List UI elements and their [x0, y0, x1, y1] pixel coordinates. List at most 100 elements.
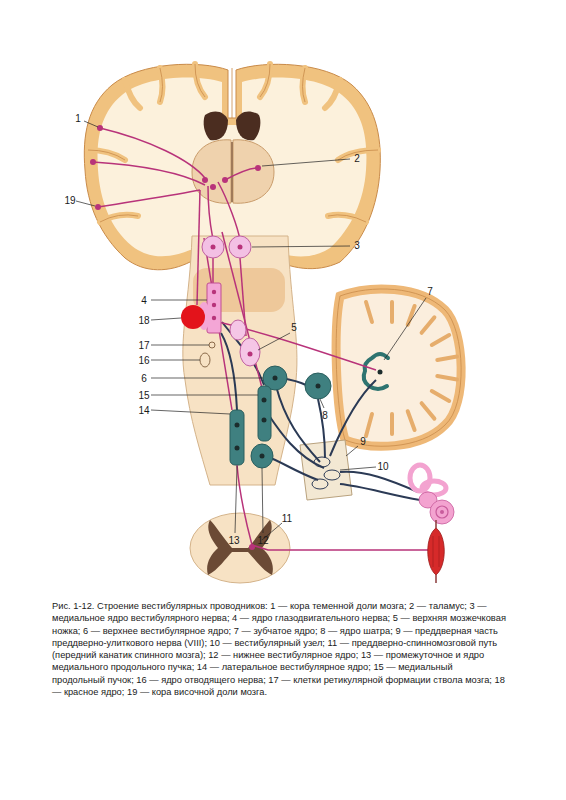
red-nucleus — [181, 305, 205, 329]
cerebellum-section — [408, 306, 415, 325]
oculomotor-nucleus — [207, 283, 221, 333]
cerebrum-section — [303, 68, 306, 102]
cerebrum-section — [195, 64, 205, 97]
central-pathways — [93, 162, 205, 185]
medial-vestibular-nuclei — [202, 236, 224, 258]
leader-lines — [76, 201, 95, 206]
muscle — [433, 536, 439, 567]
medial-vestibular-nuclei — [229, 236, 251, 258]
cerebrum-section — [204, 111, 228, 140]
cerebrum-section — [84, 64, 380, 269]
vestibular-fibres — [221, 322, 420, 500]
cerebrum-section — [100, 215, 138, 222]
brainstem — [183, 236, 297, 485]
cerebellum-section — [336, 289, 461, 446]
pathway-dots — [222, 177, 228, 183]
cerebellum-section — [408, 411, 415, 430]
leader-lines — [151, 360, 200, 361]
vestibular-nuclei — [230, 410, 244, 465]
leader-lines — [151, 318, 181, 320]
vestibular-nuclei — [258, 386, 271, 441]
central-pathways — [100, 128, 205, 178]
cerebellum-section — [390, 302, 394, 322]
cerebrum-section — [88, 150, 125, 160]
callout-number: 8 — [321, 410, 329, 421]
vestibular-fibres — [221, 333, 237, 410]
leader-lines — [235, 466, 237, 533]
pathway-dots — [202, 177, 208, 183]
pathway-dots — [210, 184, 216, 190]
vestibular-nuclei — [230, 366, 331, 468]
central-pathways — [212, 258, 214, 283]
callout-number: 3 — [353, 240, 361, 251]
central-pathways — [93, 128, 432, 550]
cerebrum-section — [260, 64, 270, 97]
brainstem-nuclei — [209, 342, 215, 348]
leader-lines — [151, 345, 209, 346]
vestibular-nuclei — [235, 423, 240, 428]
callout-number: 1 — [74, 113, 82, 124]
vestibular-fibres — [330, 380, 376, 456]
callout-number: 15 — [137, 390, 150, 401]
leader-lines — [151, 410, 230, 414]
cerebrum-section — [88, 64, 378, 222]
cerebrum-section — [325, 80, 340, 108]
vestibular-nuclei — [235, 446, 240, 451]
oculomotor-nucleus — [212, 303, 216, 307]
cerebrum-section — [260, 64, 270, 97]
muscle — [435, 575, 437, 583]
cerebellum-section — [432, 335, 449, 345]
cerebellum-section — [366, 302, 372, 322]
callout-number: 14 — [137, 405, 150, 416]
oculomotor-nucleus — [207, 283, 221, 333]
callout-number: 6 — [140, 373, 148, 384]
central-pathways — [218, 182, 240, 240]
vestibular-nuclei — [305, 373, 331, 399]
cerebrum-section — [88, 64, 378, 222]
cerebrum-section — [160, 68, 163, 102]
leader-lines — [384, 298, 426, 360]
cerebellum-section — [336, 289, 461, 446]
callout-number: 4 — [140, 295, 148, 306]
callout-number: 2 — [353, 153, 361, 164]
cerebrum-section — [328, 215, 366, 222]
brainstem-nuclei — [200, 353, 210, 367]
callout-number: 12 — [256, 535, 269, 546]
cerebellum-section — [437, 357, 457, 361]
muscle — [435, 520, 437, 528]
cerebellum-section — [422, 317, 435, 332]
leader-lines — [262, 159, 350, 166]
leader-lines — [151, 300, 207, 301]
callout-number: 9 — [359, 436, 367, 447]
oculomotor-nucleus — [212, 316, 216, 320]
vestibular-ganglion — [312, 479, 328, 489]
brainstem-nuclei — [200, 320, 260, 367]
pathway-dots — [95, 204, 101, 210]
cerebellum-section — [366, 302, 457, 436]
figure-caption: Рис. 1-12. Строение вестибулярных провод… — [52, 600, 507, 698]
muscle — [428, 528, 445, 575]
brainstem — [183, 236, 297, 485]
spinal-cord-section — [190, 513, 290, 583]
pathway-dots — [255, 165, 261, 171]
pathway-dots — [90, 159, 96, 165]
vestibular-nuclei — [273, 376, 278, 381]
central-pathways — [222, 232, 262, 388]
pathway-dots — [90, 125, 261, 550]
spinal-cord-section — [190, 513, 290, 583]
callout-number: 11 — [281, 513, 293, 524]
muscle — [428, 520, 445, 583]
pathway-dots — [97, 125, 103, 131]
vestibular-nuclei — [316, 384, 321, 389]
callout-number: 10 — [376, 461, 389, 472]
central-pathways — [237, 465, 432, 550]
inner-ear — [440, 510, 444, 514]
medial-vestibular-nuclei — [211, 245, 216, 250]
callout-number: 16 — [137, 355, 150, 366]
leader-lines — [346, 446, 358, 456]
cerebrum-section — [88, 150, 125, 160]
thalamus — [231, 142, 233, 202]
leader-lines — [258, 333, 290, 350]
central-pathways — [98, 190, 200, 207]
cerebellum-section — [390, 414, 394, 434]
